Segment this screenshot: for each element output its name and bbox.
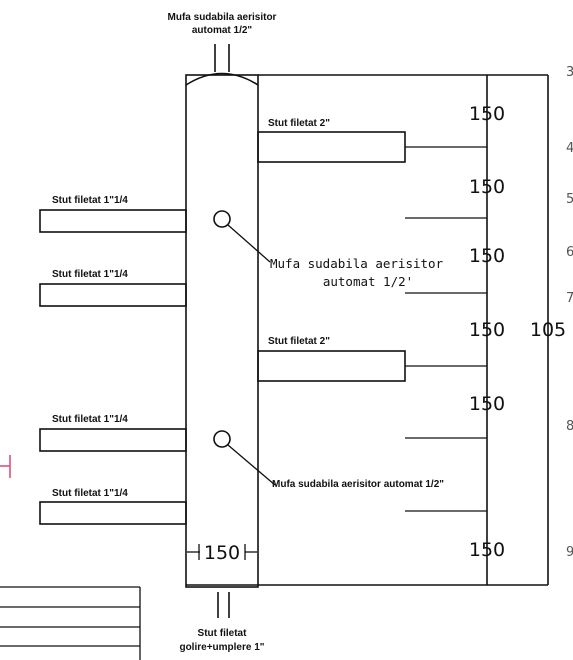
mufa-lower-label: Mufa sudabila aerisitor automat 1/2" [272, 479, 444, 490]
mufa-upper-label-1: Mufa sudabila aerisitor [270, 256, 444, 271]
stut-114-label-3: Stut filetat 1"1/4 [52, 414, 128, 425]
dimension-150-5: 150 [469, 393, 505, 415]
right-dimension-frame [258, 74, 549, 586]
stub-114-3 [39, 428, 187, 452]
top-aerisitor-pipe [214, 44, 230, 72]
bottom-stut-label-1: Stut filetat [198, 628, 248, 639]
top-aerisitor-label-2: automat 1/2" [192, 25, 253, 36]
stub-2-lower [257, 350, 487, 382]
bottom-drain-pipe [217, 592, 230, 618]
mufa-upper-label-2: automat 1/2' [323, 274, 413, 289]
dimension-ticks [405, 217, 487, 512]
edge-fragment-5: 7 [566, 291, 573, 306]
stut-114-label-2: Stut filetat 1"1/4 [52, 269, 128, 280]
edge-fragment-2: 4 [566, 141, 573, 156]
dimension-bottom-150: 150 [204, 542, 240, 564]
stub-114-1 [39, 209, 187, 233]
edge-fragment-4: 6 [566, 245, 573, 260]
dimension-150-2: 150 [469, 176, 505, 198]
dimension-150-3: 150 [469, 245, 505, 267]
top-aerisitor-label-1: Mufa sudabila aerisitor [168, 12, 277, 23]
stut-114-label-4: Stut filetat 1"1/4 [52, 488, 128, 499]
edge-fragment-7: 9 [566, 545, 573, 560]
edge-fragment-1: 3 [566, 65, 573, 80]
dimension-150-1: 150 [469, 103, 505, 125]
red-mark [0, 455, 11, 478]
dimension-150-4: 150 [469, 319, 505, 341]
dimension-150-6: 150 [469, 539, 505, 561]
edge-fragment-6: 8 [566, 419, 573, 434]
bottom-dimension-line [187, 544, 257, 560]
dimension-total: 105 [530, 319, 566, 341]
socket-lower [213, 430, 276, 486]
stut-2-upper-label: Stut filetat 2" [268, 118, 330, 129]
stut-114-label-1: Stut filetat 1"1/4 [52, 195, 128, 206]
bottom-stut-label-2: golire+umplere 1" [179, 642, 264, 653]
edge-fragment-3: 5 [566, 192, 573, 207]
title-block-lines [0, 586, 141, 660]
socket-upper [213, 210, 271, 263]
stub-2-upper [257, 131, 487, 163]
stub-114-4 [39, 501, 187, 525]
stub-114-2 [39, 283, 187, 307]
stut-2-lower-label: Stut filetat 2" [268, 336, 330, 347]
collector-body [185, 72, 259, 588]
